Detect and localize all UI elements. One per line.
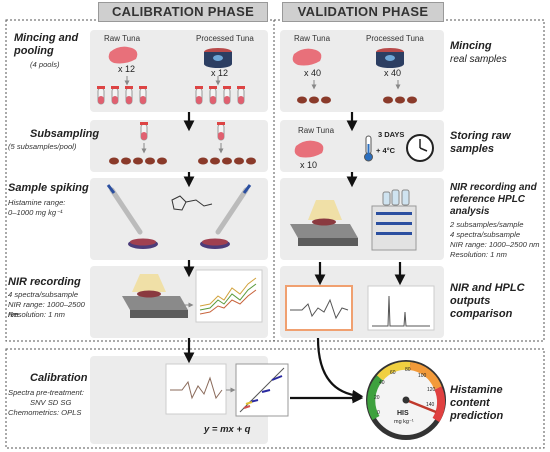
comparison-title: NIR and HPLC outputs comparison [450,282,525,320]
val-nir-device-icon [290,200,358,246]
pool-tubes-processed [195,86,245,105]
pool-tubes-raw [97,86,147,105]
store-raw-tuna-label: Raw Tuna [298,126,335,135]
calibration-detail-2: SNV SD SG [30,398,72,407]
calibration-spectra-chart [195,269,263,323]
val-processed-tuna-label: Processed Tuna [366,34,424,43]
bottom-frame [5,348,545,449]
calibration-detail-3: Chemometrics: OPLS [8,408,82,417]
histamine-structure-icon [171,195,213,211]
prediction-title: Histamine content prediction [450,384,504,422]
nir-hplc-detail-4: Resolution: 1 nm [450,250,507,259]
mincing-pooling-title: Mincing and pooling [14,32,79,57]
mincing-pooling-sub: (4 pools) [30,60,60,69]
subsample-pellets [109,157,256,165]
nir-recording-title: NIR recording [8,276,81,288]
subsampling-sub: (5 subsamples/pool) [8,142,77,151]
nir-detail-2: NIR range: 1000–2500 nm [8,300,85,319]
storing-title: Storing raw samples [450,130,511,155]
top-frame [5,19,545,342]
gauge-label: HIS [397,410,409,417]
gauge-tick: 20 [374,395,380,401]
pretreated-spectra-chart [165,363,227,415]
mincing-sub: real samples [450,54,507,65]
thermometer-icon [364,135,373,162]
regression-plot [235,363,289,417]
val-tuna-can-icon [376,48,404,68]
flow-arrows [183,112,406,404]
gauge-tick: 0 [377,410,380,416]
clock-icon [406,134,434,162]
gauge-tick: 100 [418,373,427,379]
temp-label: + 4°C [376,146,396,155]
spiking-detail-1: Histamine range: [8,198,66,207]
regression-equation: y = mx + q [204,424,251,435]
spiking-detail-2: 0–1000 mg kg⁻¹ [8,208,63,217]
val-spectra-chart [285,285,353,331]
hplc-chromatogram [367,285,435,331]
gauge-unit: mg kg⁻¹ [394,419,414,425]
nir-detail-1: 4 spectra/subsample [8,290,79,299]
raw-tuna-icon [108,46,138,64]
days-label: 3 DAYS [378,130,405,139]
gauge-tick: 120 [427,387,436,393]
gauge-tick: 140 [426,402,435,408]
petri-dishes [128,238,230,249]
val-processed-count: x 40 [384,68,402,78]
nir-hplc-title: NIR recording and reference HPLC analysi… [450,182,537,217]
val-raw-tuna-icon [292,48,322,66]
hplc-instrument-icon [371,189,417,251]
nir-device-icon [122,274,188,318]
calibration-title: Calibration [30,372,88,384]
nir-hplc-detail-1: 2 subsamples/sample [450,220,524,229]
histamine-gauge [366,360,446,440]
gauge-tick: 40 [379,380,385,386]
val-samples [297,96,417,104]
nir-hplc-detail-3: NIR range: 1000–2500 nm [450,240,540,249]
mincing-title: Mincing [450,40,492,52]
val-raw-tuna-label: Raw Tuna [294,34,331,43]
nir-hplc-detail-2: 4 spectra/subsample [450,230,521,239]
pipette-left-icon [106,184,143,235]
store-raw-tuna-icon [294,140,324,158]
tuna-can-icon [204,48,232,68]
gauge-tick: 80 [405,367,411,373]
store-count: x 10 [300,160,318,170]
calibration-phase-header: CALIBRATION PHASE [98,2,268,22]
nir-detail-3: Resolution: 1 nm [8,310,65,319]
validation-phase-header: VALIDATION PHASE [282,2,444,22]
processed-count: x 12 [211,68,229,78]
raw-count: x 12 [118,64,136,74]
processed-tuna-label: Processed Tuna [196,34,254,43]
val-raw-count: x 40 [304,68,322,78]
calibration-detail-1: Spectra pre-treatment: [8,388,84,397]
raw-tuna-label: Raw Tuna [104,34,141,43]
pipette-right-icon [215,184,252,235]
subsampling-title: Subsampling [30,128,100,140]
gauge-tick: 60 [390,370,396,376]
sample-spiking-title: Sample spiking [8,182,89,194]
subsample-tubes [140,122,225,141]
